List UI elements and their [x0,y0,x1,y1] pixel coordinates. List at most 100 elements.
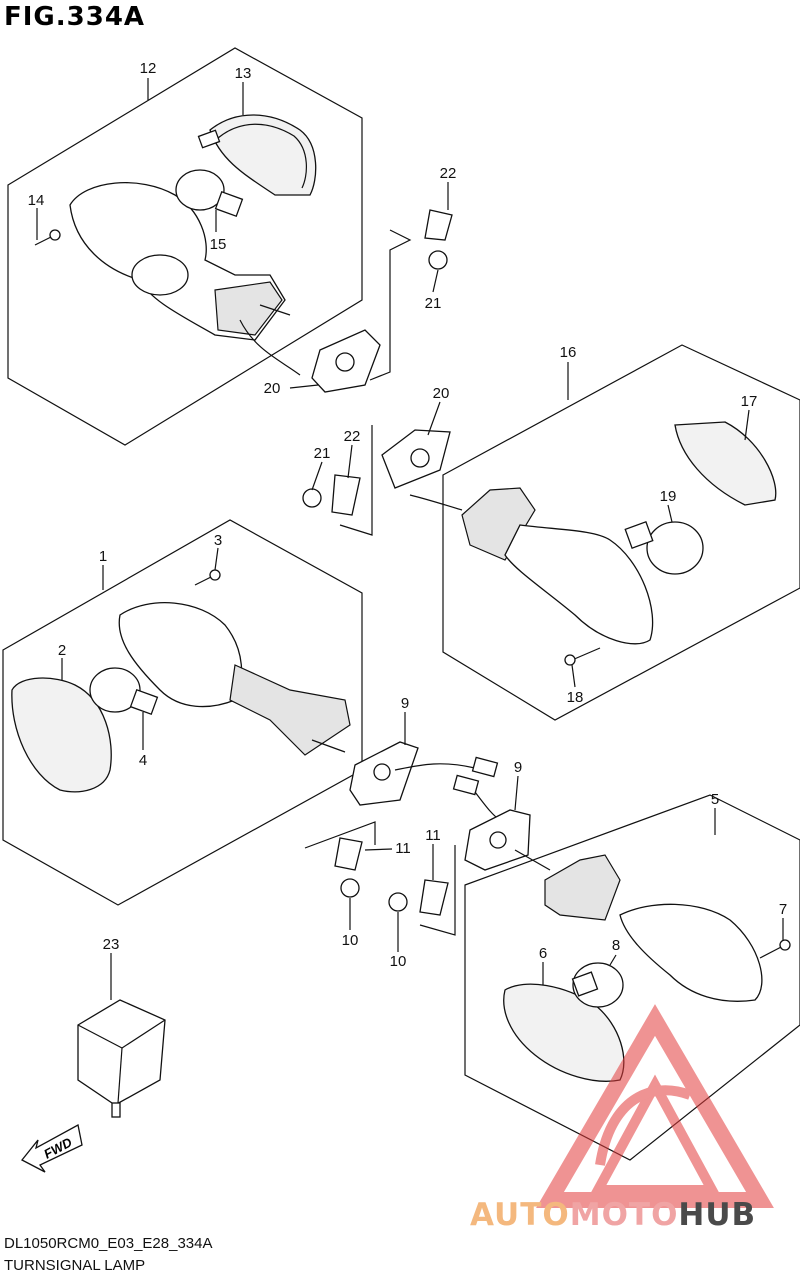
callout-20-upper: 20 [264,380,281,397]
wire-9b [474,791,501,821]
bulb-15-base [214,190,244,218]
screw-14-head [49,229,61,241]
leader-lines [36,78,784,1000]
callout-21-upper: 21 [425,295,442,312]
lens-17 [674,421,777,506]
callout-2: 2 [58,642,66,659]
callout-23: 23 [103,936,120,953]
callout-20-mid: 20 [433,385,450,402]
nut-10-right [388,892,408,912]
bracket-outline-upper [369,229,412,381]
callout-8: 8 [612,937,620,954]
callout-11-left: 11 [395,840,411,857]
gasket-9-left-hole [373,763,391,781]
watermark-brand-hub: HUB [678,1197,757,1233]
callout-4: 4 [139,752,147,769]
lamp-stem-12 [214,281,283,336]
clip-11-right [419,879,449,916]
callout-17: 17 [741,393,758,410]
callout-22-mid: 22 [344,428,361,445]
gasket-20-mid-hole [410,448,430,468]
connector-9a [471,756,499,778]
bulb-19 [646,521,704,575]
fwd-arrow-shape [20,1124,83,1173]
relay-23-edge2 [121,1019,166,1049]
bracket-outline-lower-r [419,845,456,936]
lens-13-tab [197,129,221,149]
callout-9-right: 9 [514,759,522,776]
bracket-outline-lower [304,821,376,849]
clip-22-mid [331,474,361,516]
lamp-housing-5 [619,903,763,1002]
callout-16: 16 [560,344,577,361]
lens-13 [209,114,317,196]
callout-5: 5 [711,791,719,808]
lamp-wire-16 [409,494,463,511]
callout-3: 3 [214,532,222,549]
relay-23-pin [111,1102,121,1118]
clip-nut-lower [334,837,449,916]
screw-7-head [779,939,791,951]
gasket-20-upper-hole [335,352,355,372]
callout-19: 19 [660,488,677,505]
watermark-brand: AUTOMOTOHUB [470,1197,756,1233]
lamp-stem-16 [461,487,536,561]
clip-11-left [334,837,363,871]
clip-22-upper [424,209,453,241]
callout-14: 14 [28,192,45,209]
gasket-9-right-hole [489,831,507,849]
screw-18 [571,647,601,661]
lamp-bolt-1 [311,739,346,753]
figure-caption: TURNSIGNAL LAMP [4,1257,146,1274]
fwd-arrow: FWD [20,1124,83,1173]
nut-10-left [340,878,360,898]
callout-18: 18 [567,689,584,706]
nut-21-upper [428,250,448,270]
callout-7: 7 [779,901,787,918]
callout-10-left: 10 [342,932,359,949]
assembly-frame-5 [464,794,800,1161]
relay-23 [77,999,166,1118]
bulb-4 [89,667,141,713]
watermark-brand-moto: MOTO [569,1197,679,1233]
callout-15: 15 [210,236,227,253]
bracket-outline-mid [339,425,373,536]
assembly-frame-12 [7,47,363,446]
callout-21-mid: 21 [314,445,331,462]
figure-code: DL1050RCM0_E03_E28_334A [4,1235,213,1252]
callout-labels: 12 13 14 15 20 22 21 16 17 20 21 22 19 1… [28,60,788,970]
bulb-8-base [571,971,599,997]
lamp-neck-12 [131,254,189,296]
relay-23-edge3 [117,1047,123,1104]
clip-nut-upper [424,209,453,270]
lamp-assembly-lower-right [503,849,791,1082]
figure-title: FIG.334A [4,2,146,32]
screw-18-head [564,654,576,666]
bulb-19-base [624,521,654,549]
callout-13: 13 [235,65,252,82]
lamp-assembly-middle-left [11,569,351,793]
lamp-housing-16 [504,524,654,645]
connector-9b [452,774,480,796]
callout-6: 6 [539,945,547,962]
callout-22-upper: 22 [440,165,457,182]
wire-9 [394,763,476,771]
callout-12: 12 [140,60,157,77]
relay-23-edge [77,1024,123,1049]
lamp-bolt-5 [514,849,551,871]
bulb-15 [175,169,225,211]
lamp-wire-12 [239,319,301,376]
bulb-4-base [129,688,159,716]
clip-nut-mid [302,474,361,516]
watermark-logo-icon [536,1004,774,1208]
lamp-bolt-12 [259,304,291,316]
lamp-assembly-upper-right [381,421,777,666]
callout-9-left: 9 [401,695,409,712]
watermark-brand-auto: AUTO [470,1197,570,1233]
assembly-frame-16 [442,344,800,721]
callout-1: 1 [99,548,107,565]
nut-21-mid [302,488,322,508]
callout-10-right: 10 [390,953,407,970]
lamp-stem-1 [229,664,351,756]
